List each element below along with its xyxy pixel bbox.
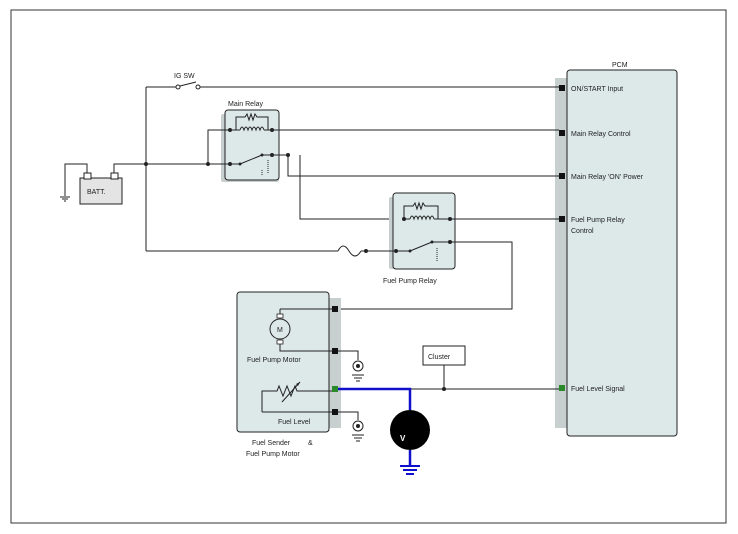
battery-ground-symbol	[60, 196, 70, 202]
pcm-pin-fuel-level-signal: Fuel Level Signal	[571, 386, 625, 393]
cluster-label: Cluster	[428, 354, 451, 361]
pcm-pin-main-relay-on-power: Main Relay 'ON' Power	[571, 174, 644, 181]
fuse-symbol	[337, 245, 362, 257]
main-relay: Main Relay	[221, 101, 280, 182]
pcm-pin-main-relay-control: Main Relay Control	[571, 131, 631, 138]
pcm-pin-fuel-pump-relay-control-2: Control	[571, 228, 594, 235]
fuel-level-signal-pin	[559, 385, 565, 391]
battery: BATT.	[79, 172, 123, 205]
ignition-switch-label: IG SW	[174, 73, 195, 80]
pcm-module: PCM ON/START Input Main Relay Control Ma…	[555, 62, 678, 437]
sender-ground-symbol	[352, 420, 364, 442]
voltmeter-ground-symbol	[400, 465, 420, 475]
fuel-pump-motor-symbol-text: M	[277, 327, 283, 334]
pcm-title: PCM	[612, 62, 628, 69]
voltmeter-probe-wire	[338, 387, 412, 410]
main-relay-label: Main Relay	[228, 101, 264, 108]
fuel-pump-motor-label: Fuel Pump Motor	[247, 357, 301, 364]
fuel-sender-pump-module: M Fuel Pump Motor Fuel Level	[236, 291, 341, 433]
pcm-pin-fuel-pump-relay-control-1: Fuel Pump Relay	[571, 217, 625, 224]
battery-label: BATT.	[87, 189, 106, 196]
voltmeter: V	[390, 410, 430, 450]
fuel-level-pin	[332, 386, 338, 392]
fuel-pump-relay-label: Fuel Pump Relay	[383, 278, 437, 285]
pump-ground-symbol	[352, 360, 364, 382]
ignition-switch-blade	[179, 81, 197, 87]
cluster: Cluster	[422, 345, 466, 366]
sender-caption-line2: Fuel Pump Motor	[246, 451, 300, 458]
pcm-pin-on-start-input: ON/START Input	[571, 86, 623, 93]
voltmeter-symbol: V	[400, 434, 406, 443]
fuel-level-label: Fuel Level	[278, 419, 311, 426]
sender-caption-line1: Fuel Sender	[252, 440, 291, 447]
sender-caption-amp: &	[308, 440, 313, 447]
fuel-pump-motor-symbol	[269, 318, 291, 340]
